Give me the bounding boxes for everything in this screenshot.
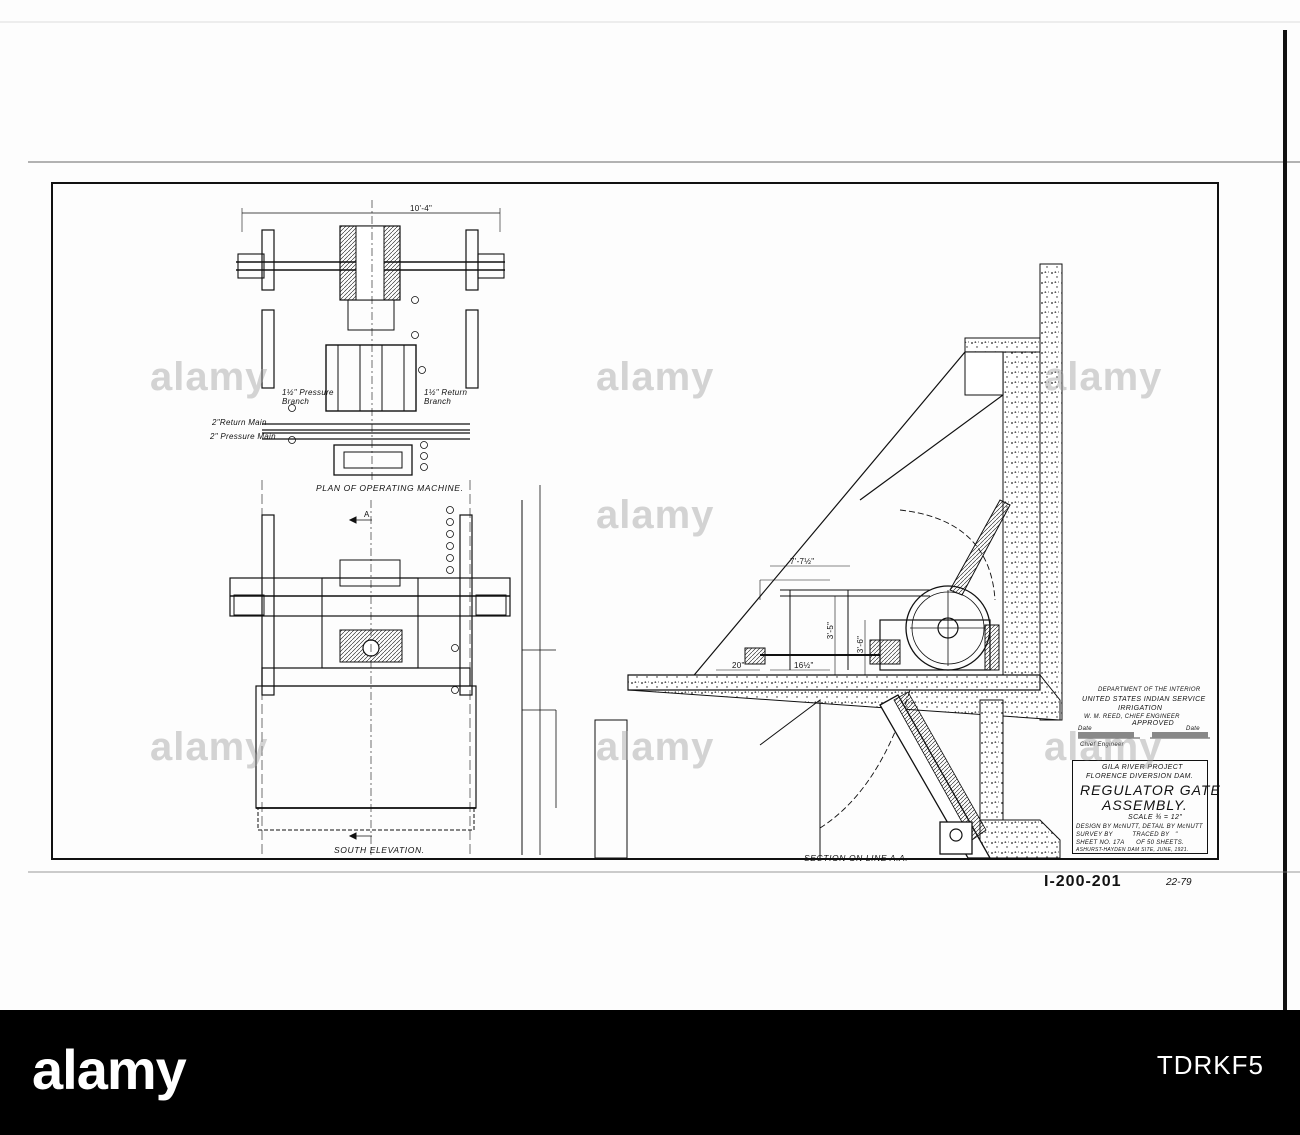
service-label: UNITED STATES INDIAN SERVICE xyxy=(1082,696,1206,703)
approval-lines xyxy=(1078,732,1210,739)
section-view xyxy=(594,263,1063,859)
section-mark: A xyxy=(364,510,370,519)
sheet-number: I-200-201 xyxy=(1044,873,1122,890)
footer-bar xyxy=(0,1010,1300,1135)
dimension-d1: 7'-7½" xyxy=(790,557,815,566)
approved-label: APPROVED xyxy=(1132,720,1175,727)
survey-credit: SURVEY BY TRACED BY " xyxy=(1076,832,1178,838)
date-left-label: Date xyxy=(1078,726,1092,732)
chief-engineer-label: Chief Engineer xyxy=(1080,742,1124,748)
plan-view xyxy=(236,200,505,480)
watermark: alamy xyxy=(150,725,269,769)
design-credit: DESIGN BY McNUTT, DETAIL BY McNUTT xyxy=(1076,824,1203,830)
sheet-date: 22-79 xyxy=(1166,877,1192,888)
pressure-main-label: 2" Pressure Main xyxy=(210,432,276,441)
return-branch-label: 1½" Return Branch xyxy=(424,388,468,406)
location-date: ASHURST-HAYDEN DAM SITE, JUNE, 1921. xyxy=(1076,847,1189,853)
project-name: GILA RIVER PROJECT xyxy=(1102,764,1183,771)
south-elevation-caption: SOUTH ELEVATION. xyxy=(334,845,425,855)
pressure-branch-label: 1½" Pressure Branch xyxy=(282,388,334,406)
date-right-label: Date xyxy=(1186,726,1200,732)
drawing-title-line1: REGULATOR GATE xyxy=(1080,782,1221,798)
alamy-logo: alamy xyxy=(32,1038,187,1101)
plan-caption: PLAN OF OPERATING MACHINE. xyxy=(316,483,464,493)
watermark: alamy xyxy=(596,355,715,399)
sheet-count: SHEET NO. 17A OF 50 SHEETS. xyxy=(1076,840,1184,846)
drawing-title-line2: ASSEMBLY. xyxy=(1102,797,1188,813)
division-label: IRRIGATION xyxy=(1118,705,1163,712)
watermark: alamy xyxy=(1044,725,1163,769)
scale-label: SCALE ¾ = 12" xyxy=(1128,814,1183,821)
watermark: alamy xyxy=(150,355,269,399)
drawing-sheet: PLAN OF OPERATING MACHINE. SOUTH ELEVATI… xyxy=(0,21,1300,1010)
engineering-drawing xyxy=(0,21,1300,1010)
watermark: alamy xyxy=(596,493,715,537)
dimension-d3: 16½" xyxy=(794,661,814,670)
watermark: alamy xyxy=(1044,355,1163,399)
watermark: alamy xyxy=(596,725,715,769)
image-id: TDRKF5 xyxy=(1156,1050,1264,1080)
dimension-d2: 20" xyxy=(732,661,745,670)
south-elevation-view xyxy=(229,480,557,855)
return-main-label: 2"Return Main xyxy=(212,418,267,427)
dept-label: DEPARTMENT OF THE INTERIOR xyxy=(1098,687,1201,693)
engineer-label: W. M. REED, CHIEF ENGINEER xyxy=(1084,714,1180,720)
overall-width-dimension: 10'-4" xyxy=(410,204,433,213)
dam-name: FLORENCE DIVERSION DAM. xyxy=(1086,773,1194,780)
dimension-d4: 3'-5" xyxy=(826,621,836,640)
drawing-frame xyxy=(51,182,1219,860)
dimension-d5: 3'-6" xyxy=(856,635,866,654)
section-caption: SECTION ON LINE A.A. xyxy=(804,853,909,863)
title-block xyxy=(1072,760,1208,854)
